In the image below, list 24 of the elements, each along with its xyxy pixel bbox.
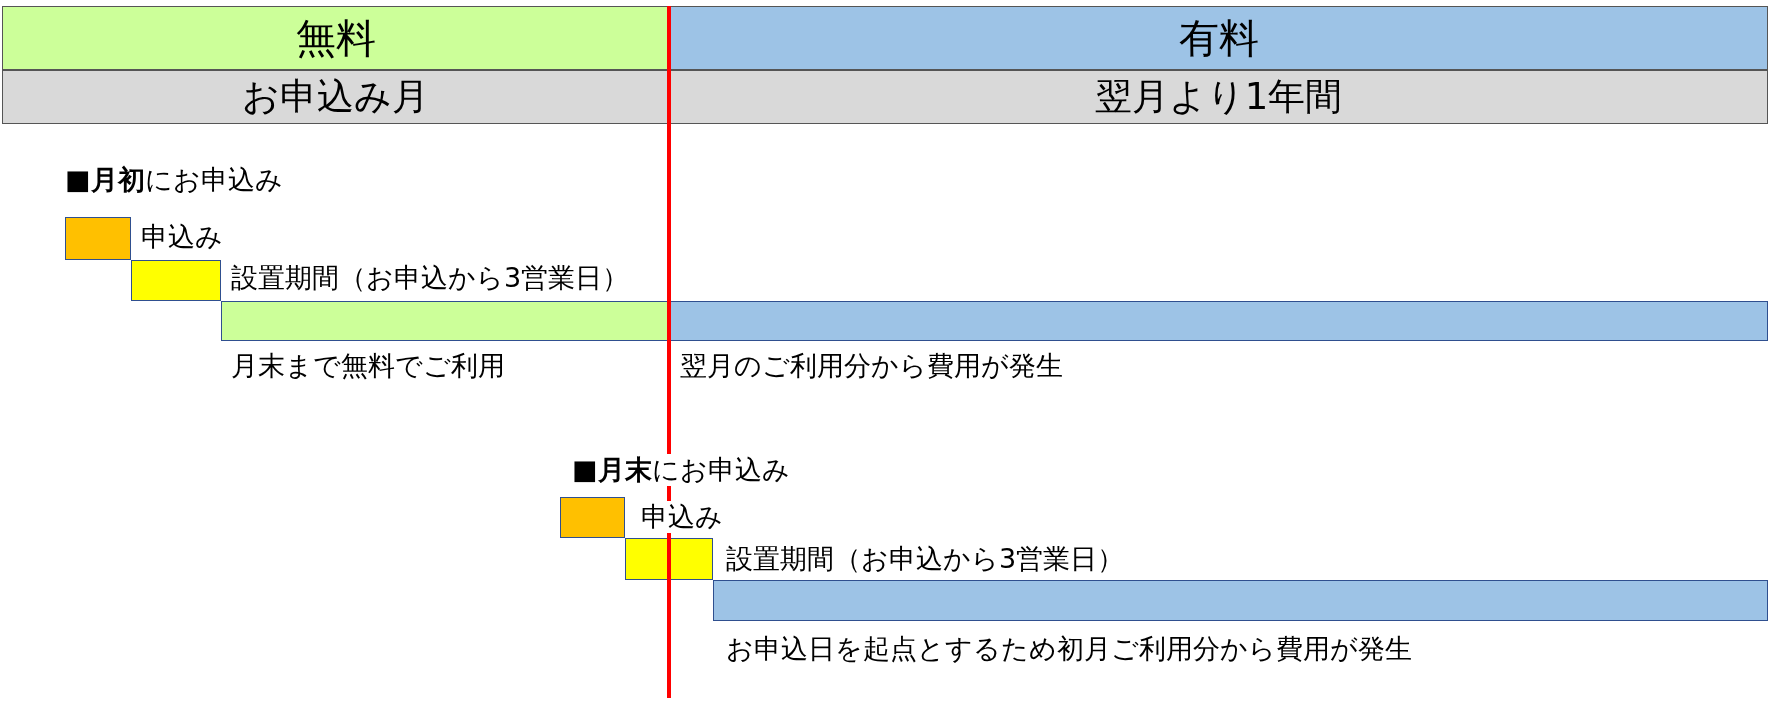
- bar-caption: 申込み: [641, 501, 723, 534]
- bar-caption: お申込日を起点とするため初月ご利用分から費用が発生: [726, 633, 1412, 666]
- header-cell: [669, 6, 1768, 70]
- step-box: [131, 260, 221, 301]
- case-heading: ■月初にお申込み: [65, 164, 283, 197]
- step-box: [560, 497, 625, 538]
- header-text: 翌月より1年間: [1094, 74, 1343, 120]
- period-bar: [713, 580, 1768, 621]
- header-text: 無料: [295, 13, 376, 63]
- bar-caption: 設置期間（お申込から3営業日）: [726, 543, 1125, 576]
- case-heading: ■月末にお申込み: [572, 454, 790, 487]
- bar-caption: 翌月のご利用分から費用が発生: [680, 350, 1063, 383]
- bar-caption: 設置期間（お申込から3営業日）: [231, 262, 630, 295]
- period-bar: [221, 301, 669, 341]
- step-box: [65, 217, 131, 260]
- header-cell: [2, 6, 669, 70]
- header-cell: [2, 70, 669, 124]
- step-box: [625, 538, 713, 580]
- header-text: お申込み月: [242, 74, 429, 120]
- header-cell: [669, 70, 1768, 124]
- bar-caption: 申込み: [141, 221, 223, 254]
- header-text: 有料: [1178, 13, 1259, 63]
- bar-caption: 月末まで無料でご利用: [231, 350, 505, 383]
- period-bar: [669, 301, 1768, 341]
